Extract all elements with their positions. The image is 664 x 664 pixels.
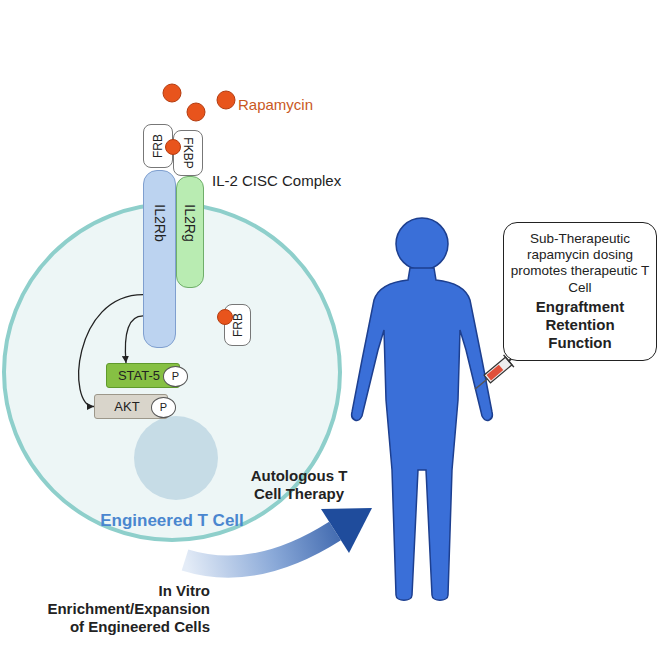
transfer-arrow — [185, 531, 335, 567]
node-text: STAT-5 — [107, 364, 171, 387]
node-text: P — [164, 367, 187, 386]
frb-domain: FRB — [224, 304, 251, 346]
rapamycin-dot — [217, 309, 233, 325]
process-label: In Vitro Enrichment/Expansion of Enginee… — [30, 582, 210, 636]
outcome-box: Sub-Therapeutic rapamycin dosing promote… — [503, 222, 657, 361]
human-head — [396, 218, 448, 270]
signal-arrow — [125, 316, 143, 363]
signal-arrow — [79, 295, 143, 407]
rapamycin-dot — [187, 103, 205, 121]
complex-label: IL-2 CISC Complex — [212, 172, 372, 190]
node-text: FKBP — [181, 137, 195, 168]
phospho-circle: P — [151, 397, 176, 418]
rapamycin-dot — [165, 139, 181, 155]
node-text: Sub-Therapeutic rapamycin dosing promote… — [510, 231, 650, 296]
therapy-label: Autologous T Cell Therapy — [236, 467, 362, 503]
human-body — [352, 268, 493, 600]
akt-box: AKTP — [94, 394, 168, 419]
node-text: AKT — [95, 395, 159, 418]
node-text: IL2Rg — [182, 204, 198, 241]
fkbp-domain: FKBP — [173, 130, 203, 176]
node-text: Engraftment Retention Function — [536, 298, 624, 352]
node-text: IL2Rb — [152, 204, 168, 241]
stat5-box: STAT-5P — [106, 363, 180, 388]
nucleus — [134, 416, 218, 500]
node-text: FRB — [151, 134, 165, 158]
il2rb-chain: IL2Rb — [143, 170, 176, 348]
node-text: P — [152, 398, 175, 417]
transfer-arrowhead — [321, 508, 372, 553]
phospho-circle: P — [163, 366, 188, 387]
il2rg-chain: IL2Rg — [176, 176, 204, 288]
rapamycin-dot — [217, 91, 235, 109]
node-text: Engineered T Cell — [92, 511, 252, 531]
drug-label: Rapamycin — [238, 96, 328, 114]
rapamycin-dot — [163, 84, 181, 102]
